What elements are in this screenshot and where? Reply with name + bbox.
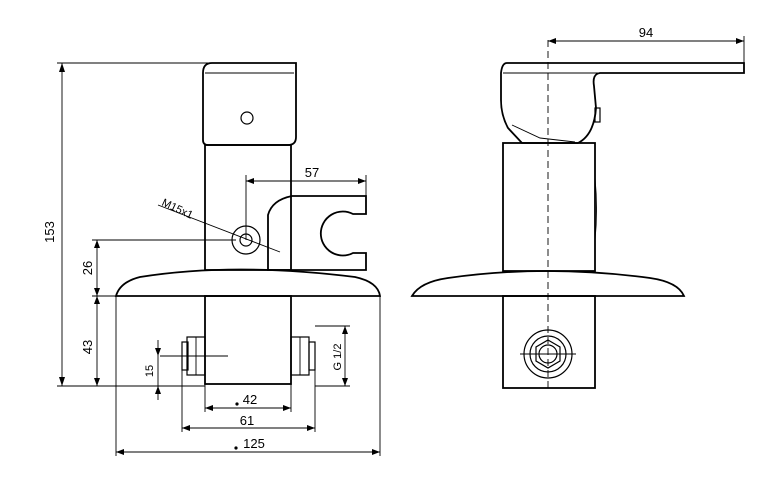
dim-15-label: 15 xyxy=(144,365,156,377)
dim-42-label: 42 xyxy=(243,392,257,407)
dim-26-label: 26 xyxy=(80,261,95,275)
handle-screw-icon xyxy=(240,111,254,125)
dim-153-label: 153 xyxy=(42,221,57,243)
dim-125-label: 125 xyxy=(243,436,265,451)
inlet-right xyxy=(290,336,316,376)
front-handle xyxy=(202,62,297,146)
side-wall-plate xyxy=(410,270,686,297)
side-wall-box xyxy=(502,295,596,389)
side-inlet-nut-icon xyxy=(535,339,561,369)
dim-57-label: 57 xyxy=(305,165,319,180)
dim-outlet-thread-label: M15x1 xyxy=(160,197,195,222)
dim-61-label: 61 xyxy=(240,413,254,428)
side-body xyxy=(502,142,596,272)
front-dimensions: 153 26 43 15 G 1/2 42 xyxy=(42,62,381,456)
dim-thread-label: G 1/2 xyxy=(332,344,344,371)
front-wall-box xyxy=(204,295,292,385)
dim-94-label: 94 xyxy=(639,25,653,40)
front-view xyxy=(114,62,382,385)
shower-holder xyxy=(267,195,367,271)
front-wall-plate xyxy=(114,268,382,297)
dim-43-label: 43 xyxy=(80,340,95,354)
side-view xyxy=(410,40,745,392)
side-handle xyxy=(500,62,745,144)
side-dimensions: 94 xyxy=(548,25,745,63)
